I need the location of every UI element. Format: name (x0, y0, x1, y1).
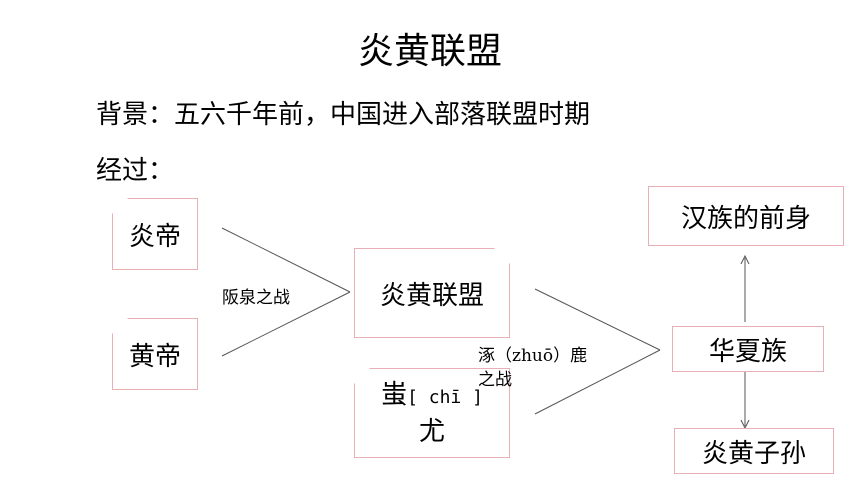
line-huangdi-to-alliance (221, 291, 351, 357)
node-descendants-label: 炎黄子孙 (701, 438, 806, 469)
battle-zhuolu: 涿（zhuō）鹿 之战 (478, 344, 587, 392)
node-chiyou-char2: 尤 (418, 416, 445, 447)
battle-banquan: 阪泉之战 (222, 288, 290, 308)
node-descendants: 炎黄子孙 (674, 428, 834, 474)
node-huangdi-label: 黄帝 (128, 341, 181, 372)
battle-zhuolu-line2: 之战 (478, 370, 512, 390)
battle-zhuolu-line1: 涿（zhuō）鹿 (478, 346, 588, 366)
node-yandi: 炎帝 (112, 198, 198, 270)
node-chiyou: 蚩[ chī ] 尤 (354, 368, 510, 458)
line-alliance-to-huaxia (534, 288, 661, 351)
node-huaxia-label: 华夏族 (708, 336, 787, 367)
line-chiyou-to-huaxia (534, 349, 661, 415)
arrowhead-up (740, 254, 750, 265)
page-title: 炎黄联盟 (357, 31, 502, 72)
node-yandi-label: 炎帝 (128, 221, 181, 252)
process-label: 经过： (96, 156, 175, 186)
node-huaxia: 华夏族 (672, 326, 824, 372)
node-chiyou-pinyin: [ chī ] (407, 386, 483, 408)
background-text: 背景：五六千年前，中国进入部落联盟时期 (96, 100, 591, 130)
node-huangdi: 黄帝 (112, 318, 198, 390)
line-yandi-to-alliance (221, 227, 351, 293)
node-han-label: 汉族的前身 (680, 203, 811, 234)
node-han: 汉族的前身 (648, 186, 844, 246)
node-alliance: 炎黄联盟 (354, 248, 510, 338)
node-chiyou-char1: 蚩 (381, 379, 408, 410)
node-alliance-label: 炎黄联盟 (379, 280, 484, 311)
